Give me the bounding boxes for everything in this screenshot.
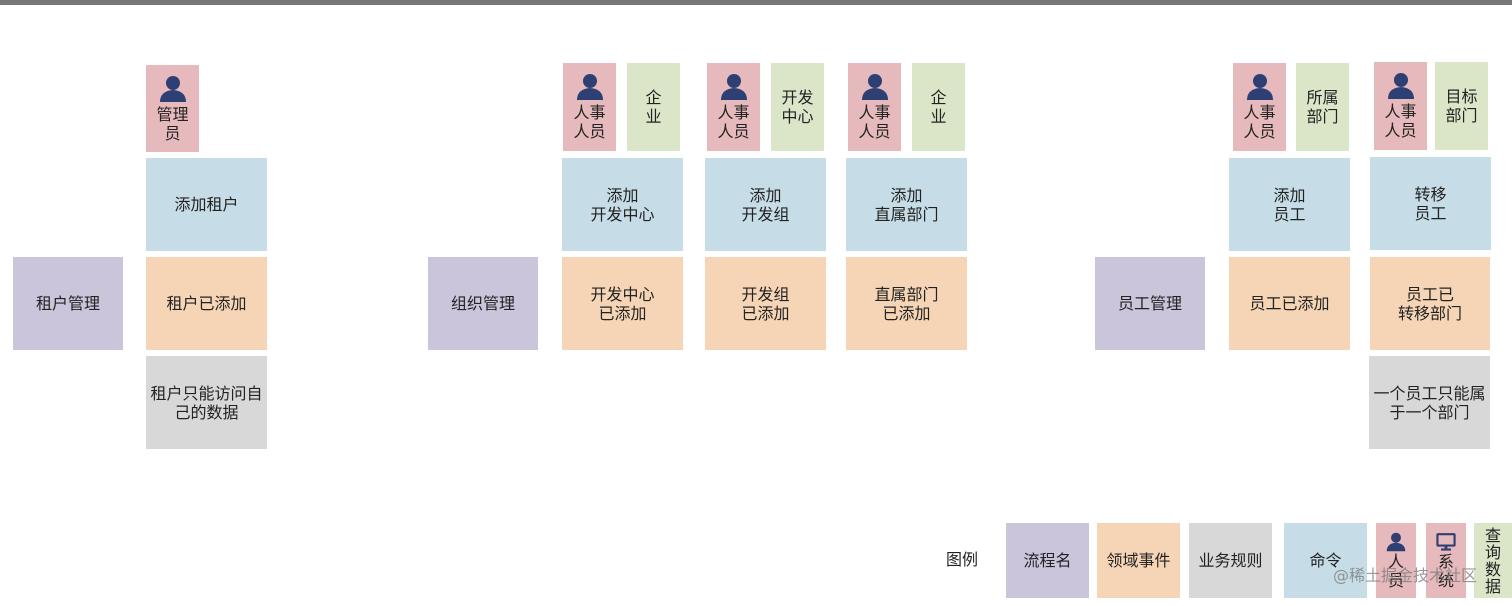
person-icon <box>576 74 603 100</box>
command-add-employee[interactable]: 添加 员工 <box>1229 158 1350 251</box>
event-dev-center-added[interactable]: 开发中心 已添加 <box>562 257 683 350</box>
query-label: 开发 中心 <box>781 88 814 126</box>
person-icon <box>1246 74 1273 100</box>
rule-tenant-data-access[interactable]: 租户只能访问自 己的数据 <box>146 356 267 449</box>
command-label: 添加 开发中心 <box>590 185 655 224</box>
command-add-dev-center[interactable]: 添加 开发中心 <box>562 158 683 251</box>
event-direct-dept-added[interactable]: 直属部门 已添加 <box>846 257 967 350</box>
actor-hr[interactable]: 人事 人员 <box>1233 63 1286 151</box>
event-label: 员工已 转移部门 <box>1397 284 1462 323</box>
actor-hr[interactable]: 人事 人员 <box>848 63 901 151</box>
flow-label: 租户管理 <box>35 294 100 313</box>
command-add-tenant[interactable]: 添加租户 <box>146 158 267 251</box>
rule-label: 租户只能访问自 己的数据 <box>150 383 263 422</box>
query-enterprise[interactable]: 企 业 <box>627 63 680 151</box>
command-add-direct-dept[interactable]: 添加 直属部门 <box>846 158 967 251</box>
command-label: 添加租户 <box>174 195 239 214</box>
person-icon <box>1387 73 1414 99</box>
actor-label: 人事 人员 <box>858 103 891 141</box>
event-label: 租户已添加 <box>166 294 247 313</box>
event-label: 直属部门 已添加 <box>874 284 939 323</box>
actor-label: 人事 人员 <box>717 103 750 141</box>
person-icon <box>861 74 888 100</box>
flow-tenant-management[interactable]: 租户管理 <box>13 257 123 350</box>
command-label: 添加 直属部门 <box>874 185 939 224</box>
flow-label: 员工管理 <box>1117 294 1182 313</box>
legend-event-label: 领域事件 <box>1106 551 1171 570</box>
person-icon <box>1386 532 1406 551</box>
actor-label: 人事 人员 <box>1243 103 1276 141</box>
legend-system: 系 统 <box>1426 523 1466 598</box>
flow-org-management[interactable]: 组织管理 <box>428 257 538 350</box>
actor-label: 人事 人员 <box>1384 102 1417 140</box>
query-label: 企 业 <box>645 88 662 126</box>
event-employee-added[interactable]: 员工已添加 <box>1229 257 1350 350</box>
rule-one-employee-one-dept[interactable]: 一个员工只能属 于一个部门 <box>1369 356 1490 449</box>
flow-label: 组织管理 <box>450 294 515 313</box>
event-label: 开发中心 已添加 <box>590 284 655 323</box>
watermark: @稀土掘金技术社区 <box>1333 566 1478 585</box>
query-label: 所属 部门 <box>1306 88 1339 126</box>
legend-flow: 流程名 <box>1006 523 1089 598</box>
query-dev-center[interactable]: 开发 中心 <box>771 63 824 151</box>
command-label: 添加 员工 <box>1273 185 1306 224</box>
event-tenant-added[interactable]: 租户已添加 <box>146 257 267 350</box>
actor-hr[interactable]: 人事 人员 <box>563 63 616 151</box>
query-enterprise[interactable]: 企 业 <box>912 63 965 151</box>
query-label: 企 业 <box>930 88 947 126</box>
flow-employee-management[interactable]: 员工管理 <box>1095 257 1205 350</box>
legend-rule: 业务规则 <box>1189 523 1272 598</box>
actor-admin[interactable]: 管理 员 <box>146 65 199 152</box>
event-label: 开发组 已添加 <box>741 284 790 323</box>
command-transfer-employee[interactable]: 转移 员工 <box>1370 157 1491 250</box>
legend-person-label: 人 员 <box>1387 551 1404 590</box>
command-add-dev-group[interactable]: 添加 开发组 <box>705 158 826 251</box>
rule-label: 一个员工只能属 于一个部门 <box>1373 383 1486 422</box>
query-owning-dept[interactable]: 所属 部门 <box>1296 63 1349 151</box>
legend-query-label: 查 询 数 据 <box>1484 525 1501 596</box>
actor-label: 管理 员 <box>156 104 189 143</box>
actor-label: 人事 人员 <box>573 103 606 141</box>
legend-system-label: 系 统 <box>1437 551 1454 590</box>
legend-query: 查 询 数 据 <box>1474 523 1512 598</box>
event-employee-transferred[interactable]: 员工已 转移部门 <box>1370 257 1490 350</box>
query-target-dept[interactable]: 目标 部门 <box>1435 62 1488 150</box>
actor-hr[interactable]: 人事 人员 <box>1374 62 1427 150</box>
event-dev-group-added[interactable]: 开发组 已添加 <box>705 257 826 350</box>
actor-hr[interactable]: 人事 人员 <box>707 63 760 151</box>
legend-person: 人 员 <box>1376 523 1416 598</box>
legend-command: 命令 <box>1284 523 1367 598</box>
legend-event: 领域事件 <box>1097 523 1180 598</box>
command-label: 转移 员工 <box>1414 184 1447 223</box>
person-icon <box>159 75 186 102</box>
legend-title: 图例 <box>946 550 979 569</box>
legend-flow-label: 流程名 <box>1023 551 1072 570</box>
person-icon <box>720 74 747 100</box>
command-label: 添加 开发组 <box>741 185 790 224</box>
monitor-icon <box>1436 532 1456 551</box>
query-label: 目标 部门 <box>1445 87 1478 125</box>
legend-command-label: 命令 <box>1309 551 1342 570</box>
event-label: 员工已添加 <box>1249 294 1330 313</box>
legend-rule-label: 业务规则 <box>1198 551 1263 570</box>
top-border <box>0 0 1512 5</box>
